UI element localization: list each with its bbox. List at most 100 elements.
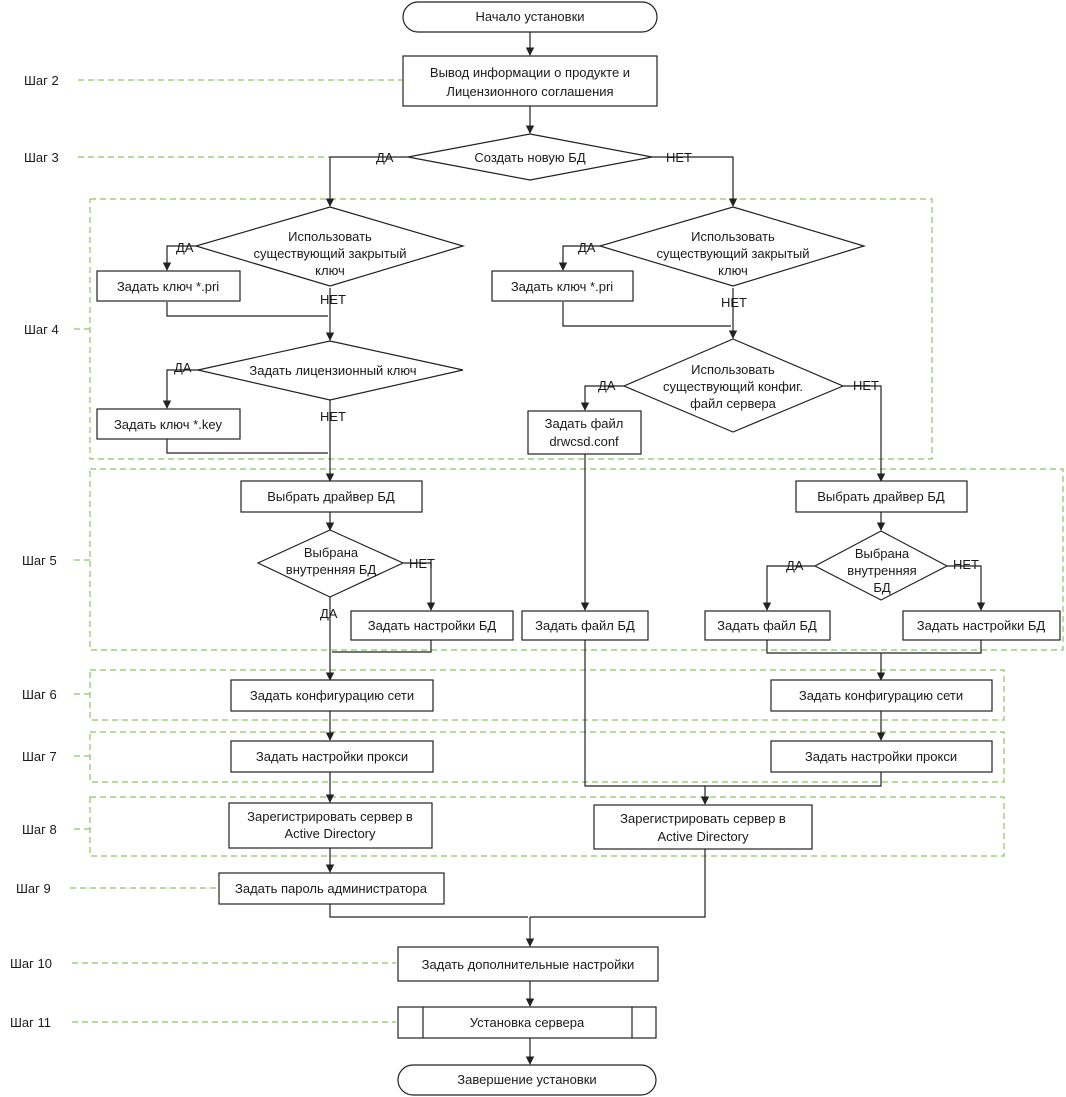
- label-no-internal-right: НЕТ: [953, 557, 979, 572]
- step-label-3: Шаг 3: [24, 150, 59, 165]
- set-pri-key-box-right: Задать ключ *.pri: [491, 270, 634, 302]
- step-label-7: Шаг 7: [22, 749, 57, 764]
- set-license-key-label: Задать лицензионный ключ: [249, 363, 416, 378]
- step-label-8: Шаг 8: [22, 822, 57, 837]
- install-server-box: Установка сервера: [397, 1006, 657, 1039]
- label-yes-key-left: ДА: [176, 240, 194, 255]
- internal-db-decision-left: Выбрана внутренняя БД: [256, 529, 405, 598]
- flow-edges: [162, 32, 986, 1065]
- step8-group: [89, 796, 1005, 857]
- label-no-key-left: НЕТ: [320, 292, 346, 307]
- set-db-file-box-middle: Задать файл БД: [521, 610, 649, 641]
- use-existing-config-decision: Использовать существующий конфиг. файл с…: [622, 338, 845, 433]
- step7-group: [89, 731, 1005, 783]
- set-db-settings-box-left: Задать настройки БД: [350, 610, 514, 641]
- register-ad-box-right: Зарегистрировать сервер в Active Directo…: [593, 804, 813, 850]
- network-config-right-label: Задать конфигурацию сети: [799, 688, 963, 703]
- info-box-line2: Лицензионного соглашения: [446, 84, 613, 99]
- network-config-box-right: Задать конфигурацию сети: [770, 679, 993, 712]
- use-existing-key-left-line3: ключ: [315, 263, 345, 278]
- admin-password-box: Задать пароль администратора: [218, 872, 445, 905]
- branch-labels: ДА НЕТ ДА НЕТ ДА НЕТ ДА НЕТ ДА НЕТ НЕТ Д…: [174, 150, 979, 621]
- label-yes-key-right: ДА: [578, 240, 596, 255]
- use-existing-key-left-line2: существующий закрытый: [254, 246, 407, 261]
- extra-settings-box: Задать дополнительные настройки: [397, 946, 659, 982]
- internal-db-left-line1: Выбрана: [304, 545, 359, 560]
- network-config-box-left: Задать конфигурацию сети: [230, 679, 434, 712]
- step-label-10: Шаг 10: [10, 956, 52, 971]
- set-db-settings-left-label: Задать настройки БД: [368, 618, 497, 633]
- set-license-key-decision: Задать лицензионный ключ: [197, 340, 464, 401]
- use-existing-key-decision-right: Использовать существующий закрытый ключ: [597, 206, 867, 287]
- proxy-settings-box-right: Задать настройки прокси: [770, 740, 993, 773]
- admin-password-label: Задать пароль администратора: [235, 881, 428, 896]
- label-no-create-db: НЕТ: [666, 150, 692, 165]
- extra-settings-label: Задать дополнительные настройки: [422, 957, 635, 972]
- network-config-left-label: Задать конфигурацию сети: [250, 688, 414, 703]
- step-label-2: Шаг 2: [24, 73, 59, 88]
- register-ad-right-line2: Active Directory: [657, 829, 749, 844]
- step-label-6: Шаг 6: [22, 687, 57, 702]
- register-ad-right-line1: Зарегистрировать сервер в: [620, 811, 786, 826]
- set-db-file-middle-label: Задать файл БД: [535, 618, 635, 633]
- set-db-settings-box-right: Задать настройки БД: [902, 610, 1061, 641]
- step-label-4: Шаг 4: [24, 322, 59, 337]
- register-ad-left-line2: Active Directory: [284, 826, 376, 841]
- step-label-11: Шаг 11: [10, 1015, 51, 1030]
- select-db-driver-box-left: Выбрать драйвер БД: [240, 480, 423, 513]
- internal-db-decision-right: Выбрана внутренняя БД: [813, 530, 949, 601]
- use-existing-key-decision-left: Использовать существующий закрытый ключ: [193, 206, 466, 287]
- use-config-line1: Использовать: [691, 362, 775, 377]
- select-db-driver-box-right: Выбрать драйвер БД: [795, 480, 968, 513]
- set-db-settings-right-label: Задать настройки БД: [917, 618, 1046, 633]
- label-yes-internal-left: ДА: [320, 606, 338, 621]
- label-no-config: НЕТ: [853, 378, 879, 393]
- label-yes-internal-right: ДА: [786, 558, 804, 573]
- start-node-label: Начало установки: [475, 9, 584, 24]
- step-label-5: Шаг 5: [22, 553, 57, 568]
- start-node: Начало установки: [402, 1, 658, 33]
- info-box-line1: Вывод информации о продукте и: [430, 65, 630, 80]
- register-ad-box-left: Зарегистрировать сервер в Active Directo…: [228, 802, 433, 849]
- label-no-license: НЕТ: [320, 409, 346, 424]
- select-db-driver-left-label: Выбрать драйвер БД: [267, 489, 395, 504]
- proxy-settings-left-label: Задать настройки прокси: [256, 749, 408, 764]
- set-db-file-box-right: Задать файл БД: [704, 610, 831, 641]
- use-config-line3: файл сервера: [690, 396, 777, 411]
- set-key-box: Задать ключ *.key: [96, 408, 241, 440]
- set-conf-file-line1: Задать файл: [545, 416, 624, 431]
- step6-group: [89, 669, 1005, 721]
- select-db-driver-right-label: Выбрать драйвер БД: [817, 489, 945, 504]
- use-existing-key-right-line3: ключ: [718, 263, 748, 278]
- set-pri-key-box-left: Задать ключ *.pri: [96, 270, 241, 302]
- step-label-9: Шаг 9: [16, 881, 51, 896]
- internal-db-right-line2: внутренняя: [847, 563, 916, 578]
- set-key-label: Задать ключ *.key: [114, 417, 223, 432]
- label-yes-create-db: ДА: [376, 150, 394, 165]
- label-yes-config: ДА: [598, 378, 616, 393]
- end-node-label: Завершение установки: [457, 1072, 596, 1087]
- internal-db-left-line2: внутренняя БД: [286, 562, 377, 577]
- end-node: Завершение установки: [397, 1064, 657, 1096]
- register-ad-left-line1: Зарегистрировать сервер в: [247, 809, 413, 824]
- info-box: Вывод информации о продукте и Лицензионн…: [402, 55, 658, 107]
- set-conf-file-box: Задать файл drwcsd.conf: [527, 410, 642, 455]
- use-existing-key-right-line2: существующий закрытый: [657, 246, 810, 261]
- step5-group: [89, 468, 1064, 651]
- use-config-line2: существующий конфиг.: [663, 379, 803, 394]
- label-no-internal-left: НЕТ: [409, 556, 435, 571]
- set-pri-key-right-label: Задать ключ *.pri: [511, 279, 613, 294]
- internal-db-right-line1: Выбрана: [855, 546, 910, 561]
- set-db-file-right-label: Задать файл БД: [717, 618, 817, 633]
- create-db-decision-label: Создать новую БД: [474, 150, 585, 165]
- use-existing-key-right-line1: Использовать: [691, 229, 775, 244]
- set-conf-file-line2: drwcsd.conf: [549, 434, 619, 449]
- internal-db-right-line3: БД: [873, 580, 891, 595]
- proxy-settings-box-left: Задать настройки прокси: [230, 740, 434, 773]
- set-pri-key-left-label: Задать ключ *.pri: [117, 279, 219, 294]
- label-no-key-right: НЕТ: [721, 295, 747, 310]
- install-server-label: Установка сервера: [470, 1015, 585, 1030]
- create-db-decision: Создать новую БД: [407, 133, 653, 181]
- use-existing-key-left-line1: Использовать: [288, 229, 372, 244]
